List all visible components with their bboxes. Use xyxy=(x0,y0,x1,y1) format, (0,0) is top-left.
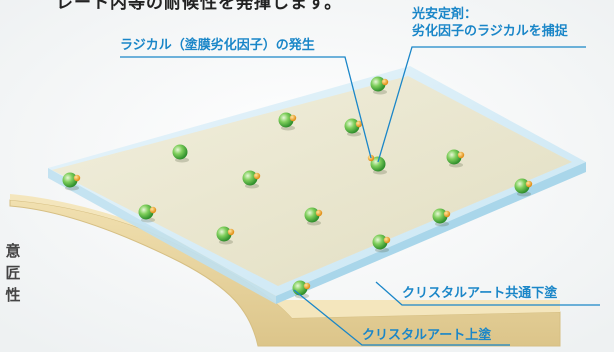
leader-line-undercoat xyxy=(375,281,600,306)
stabilizer-sphere xyxy=(278,112,294,128)
leader-line-radical xyxy=(120,56,372,159)
leader-line-stabilizer xyxy=(377,46,586,163)
particle xyxy=(370,76,389,95)
side-text: 意 匠 性 xyxy=(4,240,22,306)
stabilizer-sphere xyxy=(432,208,448,224)
stabilizer-sphere xyxy=(370,156,386,172)
clear-coat-left-side xyxy=(48,168,276,304)
radical-dot xyxy=(73,174,81,182)
radical-dot xyxy=(381,78,389,86)
stabilizer-sphere xyxy=(372,234,388,250)
particle xyxy=(432,208,451,227)
particle xyxy=(172,144,189,163)
radical-dot xyxy=(443,210,451,218)
stabilizer-sphere xyxy=(514,178,530,194)
stabilizer-sphere xyxy=(138,204,154,220)
stabilizer-sphere xyxy=(304,207,320,223)
stabilizer-sphere xyxy=(370,76,386,92)
stabilizer-sphere xyxy=(216,226,232,242)
radical-dot xyxy=(149,206,157,214)
side-char: 意 xyxy=(5,242,21,260)
label-undercoat: クリスタルアート共通下塗 xyxy=(402,286,558,301)
particle xyxy=(138,204,157,223)
particle xyxy=(216,226,235,245)
particle-group xyxy=(62,76,533,299)
leader-line-topcoat xyxy=(293,289,510,346)
stabilizer-sphere xyxy=(242,170,258,186)
radical-dot xyxy=(525,180,533,188)
side-char: 性 xyxy=(5,286,21,304)
intro-text: レート内等の耐候性を発揮します。 xyxy=(56,0,343,13)
radical-dot xyxy=(457,151,465,159)
stabilizer-sphere xyxy=(172,144,188,160)
radical-dot xyxy=(383,236,391,244)
radical-dot xyxy=(303,282,311,290)
label-topcoat: クリスタルアート上塗 xyxy=(362,328,492,343)
label-stabilizer-line2: 劣化因子のラジカルを捕捉 xyxy=(412,24,568,39)
stabilizer-sphere xyxy=(344,118,360,134)
particle xyxy=(370,156,387,175)
radical-dot xyxy=(315,209,323,217)
radical-dot xyxy=(289,114,297,122)
film-layer xyxy=(52,76,572,286)
label-stabilizer-line1: 光安定剤： xyxy=(412,7,478,22)
particle xyxy=(372,234,391,253)
particle xyxy=(514,178,533,197)
particle xyxy=(278,112,297,131)
particle xyxy=(446,149,465,168)
particle xyxy=(242,170,261,189)
side-char: 匠 xyxy=(5,264,21,282)
particle xyxy=(62,172,81,191)
radical-dot xyxy=(355,120,363,128)
leader-lines xyxy=(120,46,600,346)
radical-dot xyxy=(227,228,235,236)
clear-coat-right-side xyxy=(276,162,586,304)
particle xyxy=(304,207,323,226)
particle xyxy=(344,118,363,137)
stabilizer-sphere xyxy=(62,172,78,188)
label-radical: ラジカル（塗膜劣化因子）の発生 xyxy=(120,38,315,53)
label-light-stabilizer: 光安定剤： 劣化因子のラジカルを捕捉 xyxy=(412,6,568,40)
stabilizer-sphere xyxy=(446,149,462,165)
radical-dot xyxy=(253,172,261,180)
